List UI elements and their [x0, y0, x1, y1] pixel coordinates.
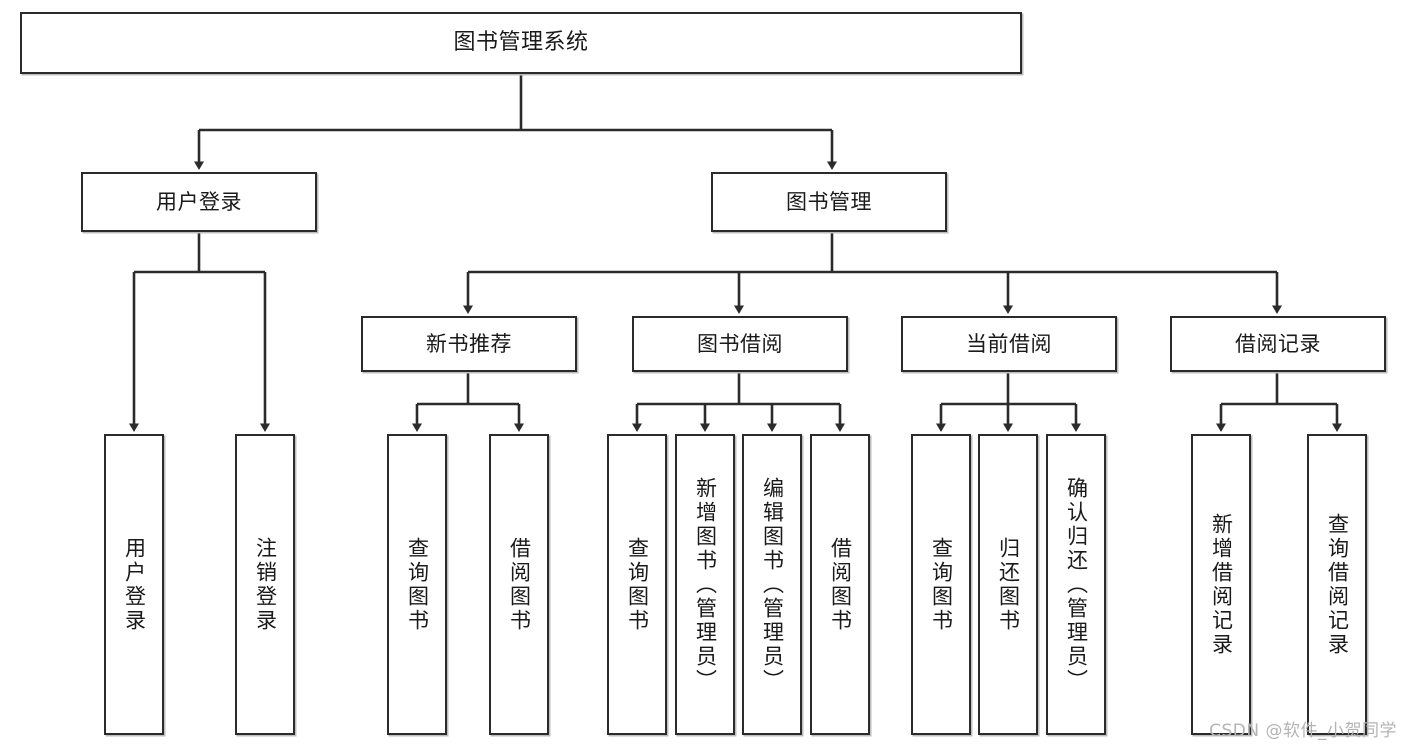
node-leaf-query-record-label: 查询借阅记录: [1325, 512, 1350, 657]
node-current-borrow-label: 当前借阅: [966, 331, 1052, 356]
node-leaf-add-record-label: 新增借阅记录: [1209, 512, 1234, 657]
node-leaf-query-book-2[interactable]: 查询图书: [607, 434, 667, 735]
node-leaf-logout-label: 注销登录: [253, 536, 278, 633]
node-leaf-add-book-admin-label: 新增图书（管理员）: [693, 476, 718, 693]
node-leaf-add-record[interactable]: 新增借阅记录: [1191, 434, 1251, 735]
node-user-login[interactable]: 用户登录: [81, 172, 317, 232]
node-leaf-borrow-book-1-label: 借阅图书: [507, 536, 532, 633]
node-current-borrow[interactable]: 当前借阅: [901, 316, 1117, 372]
node-new-book-recommendation[interactable]: 新书推荐: [361, 316, 577, 372]
node-book-management[interactable]: 图书管理: [711, 172, 947, 232]
node-leaf-return-book-label: 归还图书: [996, 536, 1021, 633]
node-new-book-recommendation-label: 新书推荐: [426, 331, 512, 356]
node-book-borrow-label: 图书借阅: [697, 331, 783, 356]
node-leaf-borrow-book-1[interactable]: 借阅图书: [489, 434, 549, 735]
node-leaf-edit-book-admin-label: 编辑图书（管理员）: [760, 476, 785, 693]
node-leaf-logout[interactable]: 注销登录: [235, 434, 295, 735]
node-root-label: 图书管理系统: [453, 30, 589, 56]
node-leaf-borrow-book-2-label: 借阅图书: [828, 536, 853, 633]
node-leaf-query-book-2-label: 查询图书: [625, 536, 650, 633]
node-leaf-query-record[interactable]: 查询借阅记录: [1307, 434, 1367, 735]
node-leaf-confirm-return-admin-label: 确认归还（管理员）: [1064, 476, 1089, 693]
node-leaf-edit-book-admin[interactable]: 编辑图书（管理员）: [742, 434, 802, 735]
node-book-borrow[interactable]: 图书借阅: [632, 316, 848, 372]
node-leaf-borrow-book-2[interactable]: 借阅图书: [810, 434, 870, 735]
node-leaf-user-login-label: 用户登录: [122, 536, 147, 633]
node-book-management-label: 图书管理: [786, 189, 872, 214]
node-borrow-record-label: 借阅记录: [1235, 331, 1321, 356]
node-user-login-label: 用户登录: [156, 189, 242, 214]
node-leaf-query-book-1-label: 查询图书: [405, 536, 430, 633]
node-leaf-query-book-3[interactable]: 查询图书: [911, 434, 971, 735]
node-leaf-query-book-3-label: 查询图书: [929, 536, 954, 633]
node-borrow-record[interactable]: 借阅记录: [1170, 316, 1386, 372]
node-leaf-add-book-admin[interactable]: 新增图书（管理员）: [675, 434, 735, 735]
node-root[interactable]: 图书管理系统: [20, 12, 1022, 74]
node-leaf-confirm-return-admin[interactable]: 确认归还（管理员）: [1046, 434, 1106, 735]
node-leaf-user-login[interactable]: 用户登录: [104, 434, 164, 735]
node-leaf-query-book-1[interactable]: 查询图书: [387, 434, 447, 735]
watermark-text: CSDN @软件_小贺同学: [1209, 721, 1397, 741]
node-leaf-return-book[interactable]: 归还图书: [978, 434, 1038, 735]
